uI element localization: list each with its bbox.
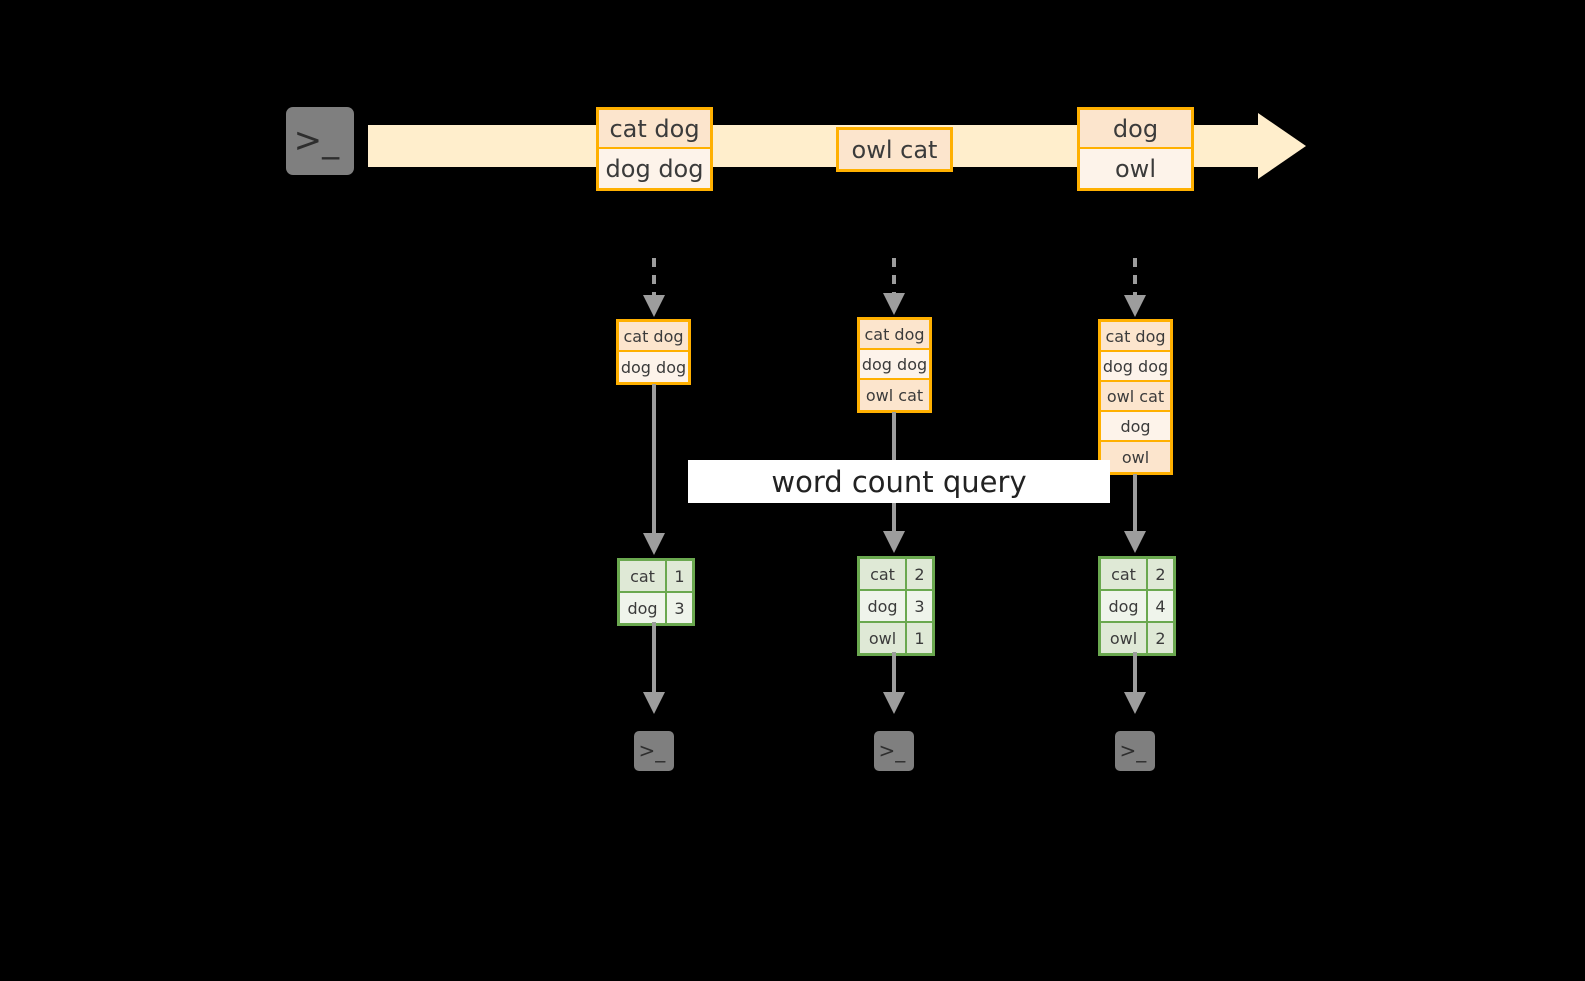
- stream-record-line: owl cat: [839, 130, 950, 169]
- result-word: cat: [620, 561, 667, 591]
- snapshot-1-sink-arrowhead-icon: [643, 692, 665, 714]
- result-word: cat: [860, 559, 907, 589]
- snapshot-1-result-table: cat 1 dog 3: [617, 558, 695, 626]
- terminal-prompt-glyph: >_: [1119, 738, 1147, 763]
- snapshot-2-input-stack: cat dog dog dog owl cat: [857, 317, 932, 413]
- snapshot-2-result-table: cat 2 dog 3 owl 1: [857, 556, 935, 656]
- stream-record-line: dog dog: [599, 149, 710, 188]
- stream-record-line: owl: [1080, 149, 1191, 188]
- snapshot-3-sink-line: [1133, 652, 1137, 697]
- stream-record-line: cat dog: [599, 110, 710, 149]
- result-count: 1: [667, 561, 692, 591]
- snapshot-input-line: cat dog: [860, 320, 929, 350]
- result-word: dog: [620, 593, 667, 623]
- stream-record-group-2: owl cat: [836, 127, 953, 172]
- snapshot-1-sink-terminal-icon: >_: [625, 722, 683, 780]
- snapshot-input-line: cat dog: [1101, 322, 1170, 352]
- snapshot-2-query-arrowhead-icon: [883, 531, 905, 553]
- source-terminal-icon: >_: [277, 98, 363, 184]
- snapshot-input-line: cat dog: [619, 322, 688, 352]
- table-row: cat 1: [620, 561, 692, 593]
- stream-record-group-3: dog owl: [1077, 107, 1194, 191]
- result-word: owl: [1101, 623, 1148, 653]
- table-row: dog 3: [620, 593, 692, 623]
- snapshot-3-input-stack: cat dog dog dog owl cat dog owl: [1098, 319, 1173, 475]
- snapshot-2-sink-line: [892, 652, 896, 697]
- result-count: 2: [1148, 559, 1173, 589]
- snapshot-input-line: dog: [1101, 412, 1170, 442]
- table-row: dog 4: [1101, 591, 1173, 623]
- snapshot-2-sink-terminal-icon: >_: [865, 722, 923, 780]
- result-count: 2: [907, 559, 932, 589]
- result-word: dog: [860, 591, 907, 621]
- snapshot-1-input-stack: cat dog dog dog: [616, 319, 691, 385]
- snapshot-1-trigger-line: [652, 258, 656, 302]
- snapshot-3-query-arrowhead-icon: [1124, 531, 1146, 553]
- result-word: cat: [1101, 559, 1148, 589]
- snapshot-1-sink-line: [652, 622, 656, 697]
- result-count: 3: [907, 591, 932, 621]
- terminal-prompt-glyph: >_: [638, 738, 666, 763]
- stream-record-group-1: cat dog dog dog: [596, 107, 713, 191]
- snapshot-2-trigger-arrowhead-icon: [883, 293, 905, 315]
- snapshot-input-line: owl: [1101, 442, 1170, 472]
- result-count: 4: [1148, 591, 1173, 621]
- result-count: 2: [1148, 623, 1173, 653]
- query-label: word count query: [688, 460, 1110, 503]
- snapshot-2-sink-arrowhead-icon: [883, 692, 905, 714]
- snapshot-3-result-table: cat 2 dog 4 owl 2: [1098, 556, 1176, 656]
- snapshot-input-line: dog dog: [860, 350, 929, 380]
- snapshot-3-trigger-arrowhead-icon: [1124, 295, 1146, 317]
- snapshot-input-line: dog dog: [619, 352, 688, 382]
- snapshot-1-query-arrowhead-icon: [643, 533, 665, 555]
- snapshot-3-sink-arrowhead-icon: [1124, 692, 1146, 714]
- table-row: owl 2: [1101, 623, 1173, 653]
- snapshot-2-trigger-line: [892, 258, 896, 300]
- snapshot-1-trigger-arrowhead-icon: [643, 295, 665, 317]
- stream-arrowhead-icon: [1258, 113, 1306, 179]
- snapshot-input-line: owl cat: [860, 380, 929, 410]
- result-count: 3: [667, 593, 692, 623]
- result-count: 1: [907, 623, 932, 653]
- snapshot-input-line: dog dog: [1101, 352, 1170, 382]
- snapshot-3-sink-terminal-icon: >_: [1106, 722, 1164, 780]
- table-row: owl 1: [860, 623, 932, 653]
- table-row: cat 2: [860, 559, 932, 591]
- terminal-prompt-glyph: >_: [878, 738, 906, 763]
- snapshot-input-line: owl cat: [1101, 382, 1170, 412]
- table-row: cat 2: [1101, 559, 1173, 591]
- result-word: owl: [860, 623, 907, 653]
- snapshot-1-query-line: [652, 384, 656, 539]
- snapshot-3-query-line: [1133, 474, 1137, 538]
- table-row: dog 3: [860, 591, 932, 623]
- result-word: dog: [1101, 591, 1148, 621]
- snapshot-3-trigger-line: [1133, 258, 1137, 302]
- terminal-prompt-glyph: >_: [293, 120, 340, 161]
- stream-record-line: dog: [1080, 110, 1191, 149]
